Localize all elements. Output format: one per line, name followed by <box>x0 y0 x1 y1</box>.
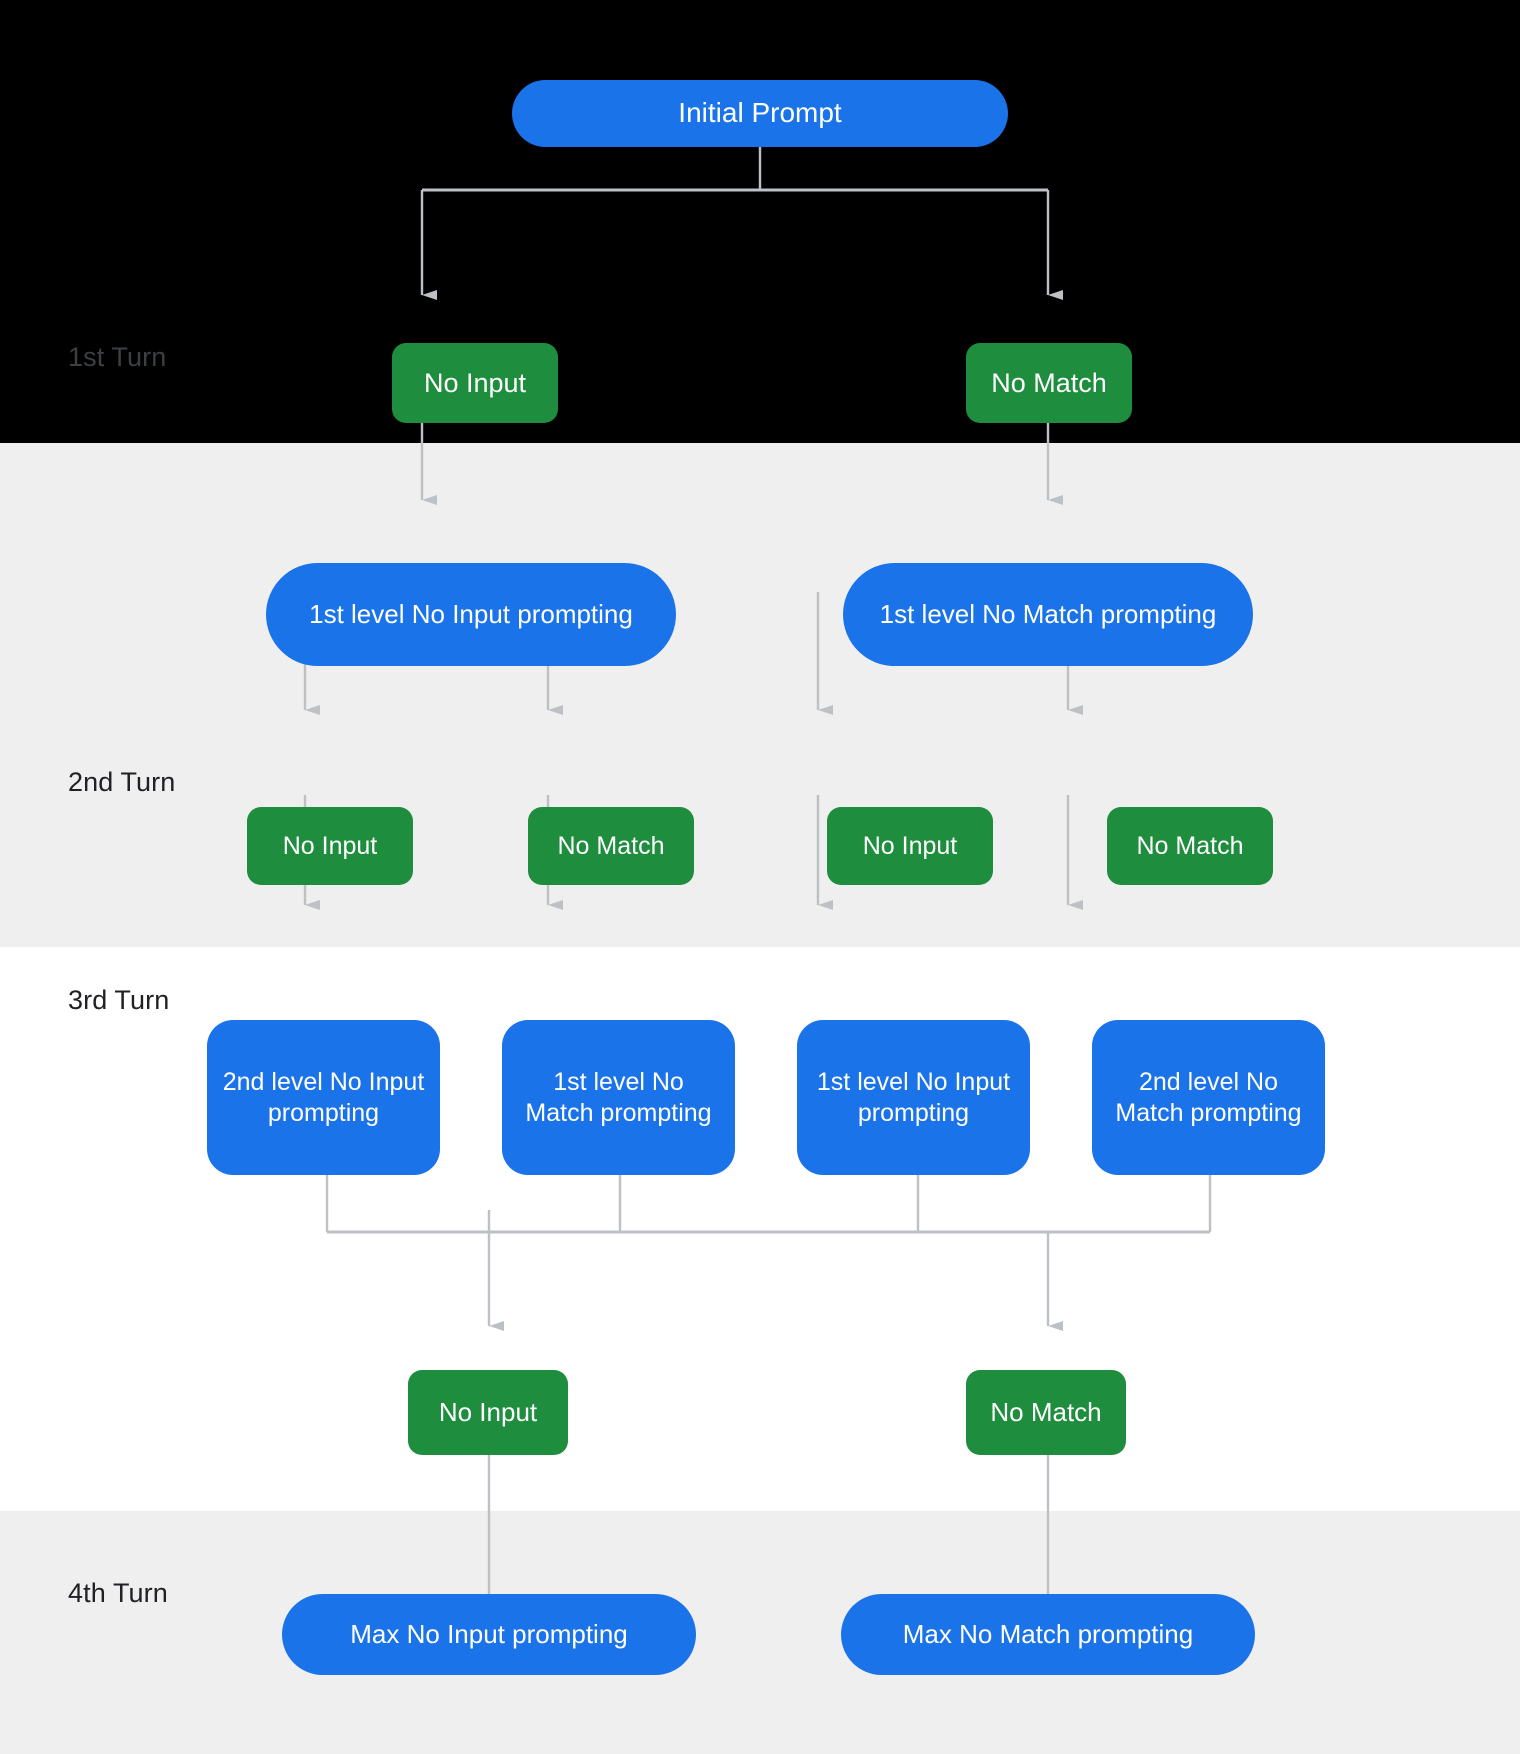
node-t3-prompt-4[interactable]: 2nd level No Match prompting <box>1092 1020 1325 1175</box>
node-t3-prompt-1-label: 2nd level No Input prompting <box>222 1068 425 1127</box>
node-t3-prompt-3-label: 1st level No Input prompting <box>816 1068 1011 1127</box>
node-t3-prompt-1[interactable]: 2nd level No Input prompting <box>207 1020 440 1175</box>
node-t4-max-no-match[interactable]: Max No Match prompting <box>841 1594 1255 1675</box>
node-t1-no-match-label: No Match <box>991 367 1107 398</box>
node-t3-prompt-2-label: 1st level No Match prompting <box>525 1068 712 1127</box>
node-initial-prompt-label: Initial Prompt <box>678 97 842 129</box>
turn-label-1st: 1st Turn <box>68 342 167 372</box>
node-t4-max-no-input[interactable]: Max No Input prompting <box>282 1594 696 1675</box>
node-t3-no-match-label: No Match <box>990 1396 1102 1427</box>
node-t2-prompt-no-match[interactable]: 1st level No Match prompting <box>843 563 1253 666</box>
node-t2-prompt-no-match-label: 1st level No Match prompting <box>879 598 1217 629</box>
node-t2-no-input-a[interactable]: No Input <box>247 807 413 885</box>
node-t2-prompt-no-input[interactable]: 1st level No Input prompting <box>266 563 676 666</box>
node-t2-prompt-no-input-label: 1st level No Input prompting <box>309 598 633 629</box>
node-t3-no-input[interactable]: No Input <box>408 1370 568 1455</box>
node-t2-no-match-a[interactable]: No Match <box>528 807 694 885</box>
node-t1-no-match[interactable]: No Match <box>966 343 1132 423</box>
node-t3-prompt-3[interactable]: 1st level No Input prompting <box>797 1020 1030 1175</box>
node-t2-no-input-b[interactable]: No Input <box>827 807 993 885</box>
node-t2-no-match-b-label: No Match <box>1136 831 1244 860</box>
node-t2-no-input-a-label: No Input <box>282 831 378 860</box>
node-t2-no-match-b[interactable]: No Match <box>1107 807 1273 885</box>
turn-band-4th <box>0 1511 1520 1754</box>
node-initial-prompt[interactable]: Initial Prompt <box>512 80 1008 147</box>
node-t1-no-input[interactable]: No Input <box>392 343 558 423</box>
node-t2-no-input-b-label: No Input <box>862 831 958 860</box>
turn-label-2nd: 2nd Turn <box>68 767 176 797</box>
turn-label-4th: 4th Turn <box>68 1578 168 1608</box>
node-t3-prompt-2[interactable]: 1st level No Match prompting <box>502 1020 735 1175</box>
node-t4-max-no-input-label: Max No Input prompting <box>350 1618 628 1649</box>
turn-label-3rd: 3rd Turn <box>68 985 170 1015</box>
turn-band-1st <box>0 0 1520 443</box>
node-t1-no-input-label: No Input <box>423 367 527 398</box>
node-t2-no-match-a-label: No Match <box>557 831 665 860</box>
node-t3-prompt-4-label: 2nd level No Match prompting <box>1115 1068 1302 1127</box>
node-t3-no-match[interactable]: No Match <box>966 1370 1126 1455</box>
node-t3-no-input-label: No Input <box>438 1396 538 1427</box>
node-t4-max-no-match-label: Max No Match prompting <box>902 1618 1194 1649</box>
